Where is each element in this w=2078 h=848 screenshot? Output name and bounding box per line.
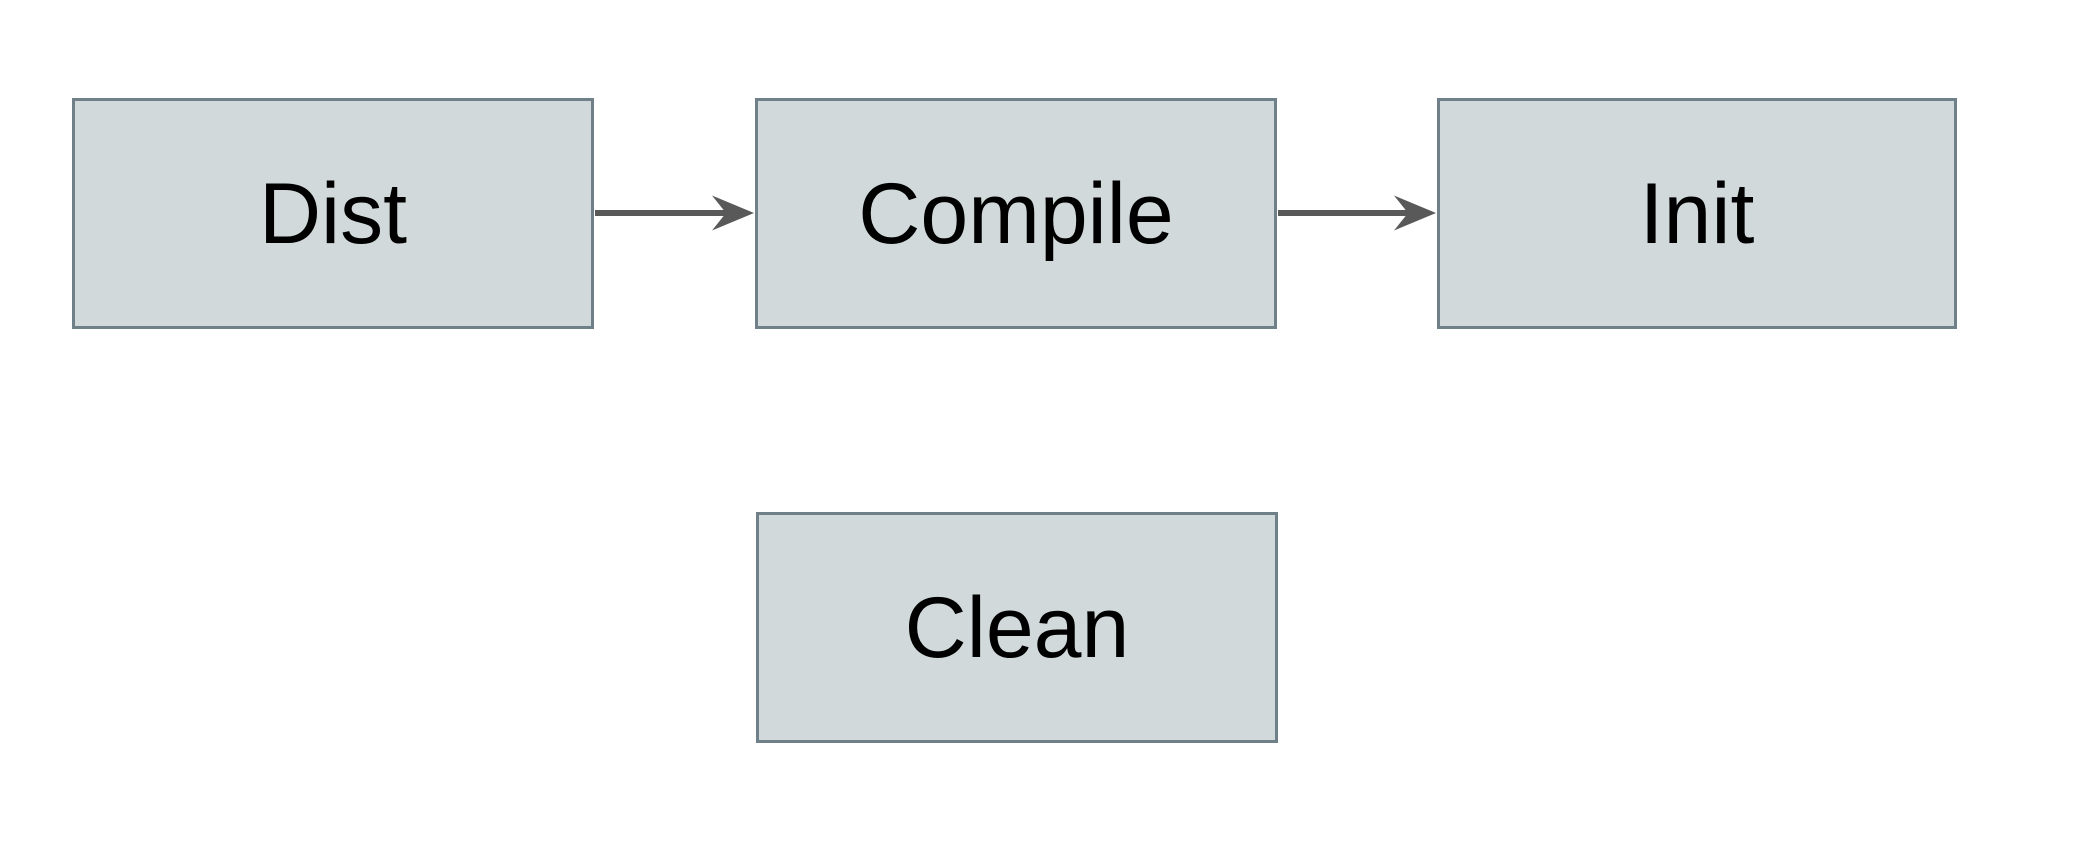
node-dist[interactable]: Dist <box>72 98 594 329</box>
arrow-compile-to-init-icon <box>1278 195 1436 231</box>
node-compile[interactable]: Compile <box>755 98 1277 329</box>
node-compile-label: Compile <box>858 165 1174 262</box>
arrow-dist-to-compile-icon <box>595 195 754 231</box>
node-clean-label: Clean <box>904 579 1130 676</box>
node-clean[interactable]: Clean <box>756 512 1278 743</box>
node-init-label: Init <box>1639 165 1755 262</box>
node-dist-label: Dist <box>258 165 408 262</box>
node-init[interactable]: Init <box>1437 98 1957 329</box>
